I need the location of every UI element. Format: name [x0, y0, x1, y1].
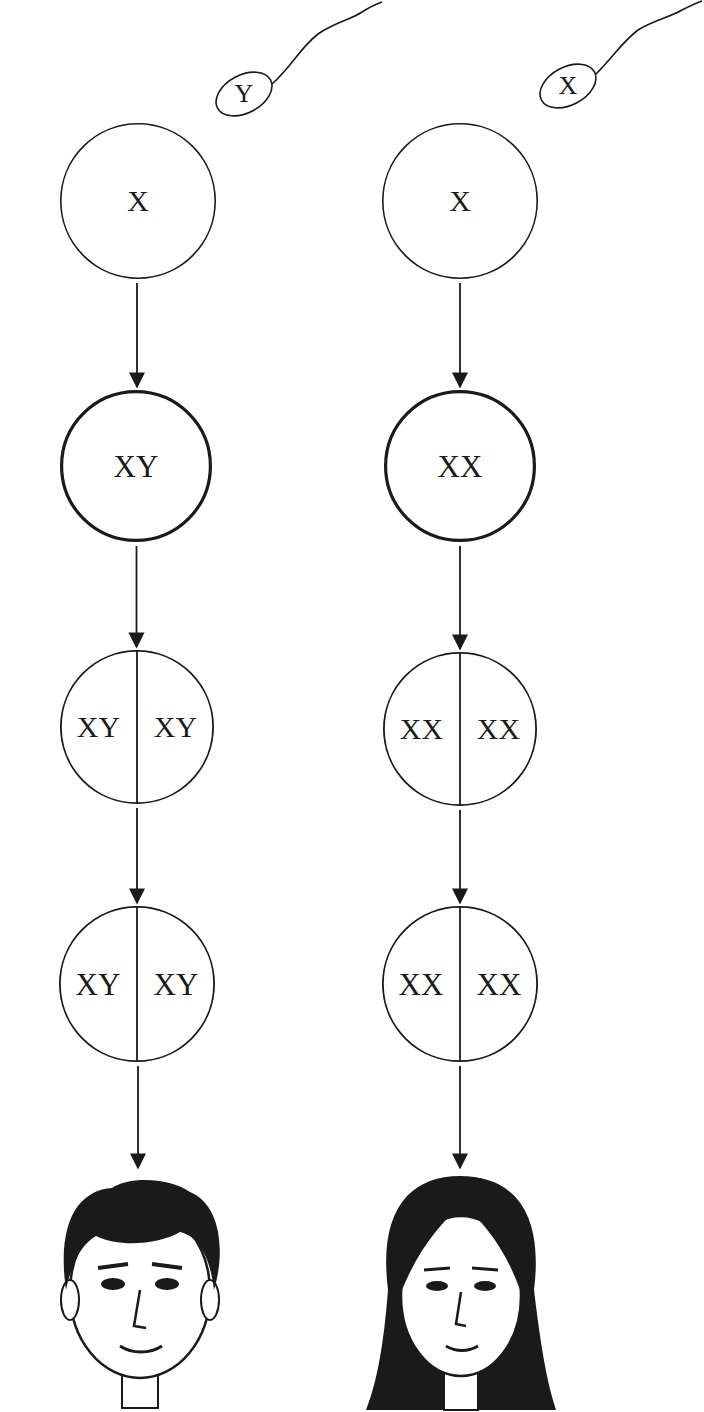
sperm-tail: [596, 1, 702, 74]
embryo-cell: XY: [59, 906, 137, 1062]
chromosome-label: XX: [477, 714, 520, 744]
chromosome-label: Y: [235, 81, 254, 107]
chromosome-label: X: [449, 186, 471, 216]
arrow-line: [459, 1066, 461, 1168]
separated-embryos: XX XX: [382, 906, 538, 1062]
arrow-connector: [136, 546, 138, 647]
chromosome-label: XY: [154, 969, 199, 1000]
arrow-connector: [136, 283, 138, 387]
chromosome-label: XY: [76, 969, 121, 1000]
egg-cell: X: [382, 123, 538, 279]
male-face: [61, 1180, 220, 1408]
chromosome-label: X: [127, 186, 149, 216]
arrow-connector: [459, 810, 461, 903]
female-face: [366, 1176, 556, 1410]
daughter-cell: XX: [460, 652, 537, 806]
separated-embryos: XY XY: [59, 906, 215, 1062]
egg-cell: X: [60, 123, 216, 279]
chromosome-label: XY: [77, 712, 120, 742]
sperm-tail: [272, 2, 382, 84]
chromosome-label: XY: [154, 712, 197, 742]
zygote-cell: XY: [60, 390, 212, 542]
arrow-connector: [459, 283, 461, 387]
chromosome-label: X: [559, 73, 578, 99]
two-cell-stage: XX XX: [383, 652, 537, 806]
embryo-cell: XX: [382, 906, 460, 1062]
chromosome-label: XX: [477, 969, 522, 1000]
sperm-cell: Y: [212, 72, 276, 116]
embryo-cell: XY: [137, 906, 215, 1062]
arrow-connector: [136, 808, 138, 903]
embryo-cell: XX: [460, 906, 538, 1062]
zygote-cell: XX: [384, 390, 536, 542]
chromosome-label: XX: [400, 714, 443, 744]
arrow-line: [137, 1066, 139, 1168]
arrow-connector: [459, 546, 461, 649]
chromosome-label: XX: [399, 969, 444, 1000]
sperm-cell: X: [536, 64, 600, 108]
chromosome-label: XX: [438, 451, 483, 482]
daughter-cell: XY: [60, 650, 137, 804]
chromosome-label: XY: [114, 451, 159, 482]
two-cell-stage: XY XY: [60, 650, 214, 804]
daughter-cell: XX: [383, 652, 460, 806]
daughter-cell: XY: [137, 650, 214, 804]
